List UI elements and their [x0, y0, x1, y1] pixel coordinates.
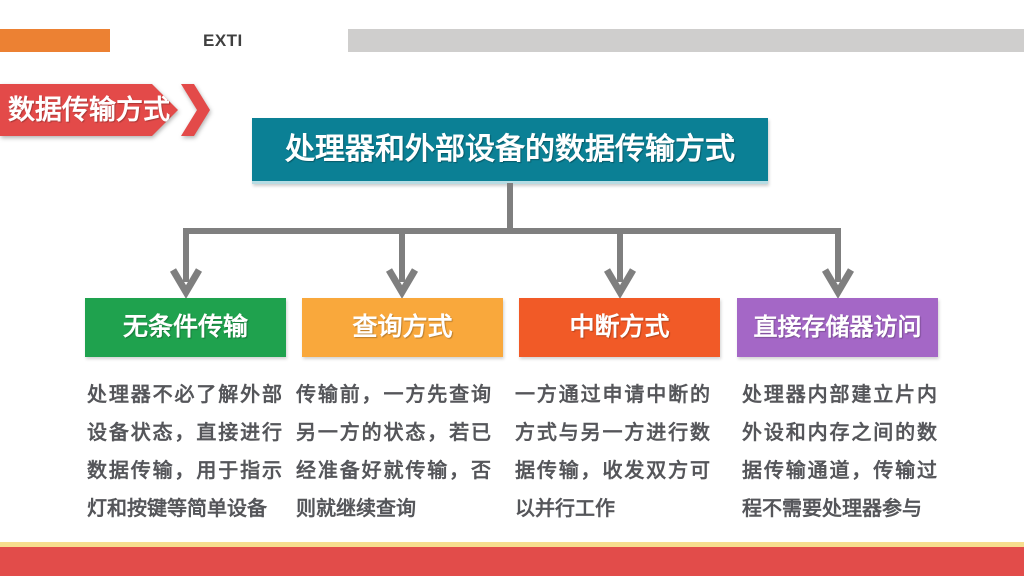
arrow-down-icon: [821, 268, 855, 299]
branch-description-interrupt: 一方通过申请中断的方式与另一方进行数据传输，收发双方可以并行工作: [515, 384, 710, 520]
branch-description-dma: 处理器内部建立片内外设和内存之间的数据传输通道，传输过程不需要处理器参与: [742, 384, 937, 520]
connector-lines: [169, 183, 855, 299]
root-node: 处理器和外部设备的数据传输方式: [252, 118, 768, 184]
branch-description-polling: 传输前，一方先查询另一方的状态，若已经准备好就传输，否则就继续查询: [296, 384, 491, 520]
chevron-right-icon: [181, 84, 210, 136]
header-gray-bar: [348, 29, 1024, 52]
branch-node-unconditional: 无条件传输: [85, 298, 286, 357]
header-accent-bar: [0, 29, 110, 52]
footer-gold-strip: [0, 542, 1024, 547]
section-banner-label: 数据传输方式: [0, 84, 178, 136]
arrow-down-icon: [169, 268, 203, 299]
arrow-down-icon: [385, 268, 419, 299]
header-title: EXTI: [203, 31, 243, 50]
footer-red-strip: [0, 547, 1024, 576]
branch-description-unconditional: 处理器不必了解外部设备状态，直接进行数据传输，用于指示灯和按键等简单设备: [87, 384, 282, 520]
branch-node-polling: 查询方式: [302, 298, 503, 357]
arrow-down-icon: [603, 268, 637, 299]
branch-node-dma: 直接存储器访问: [737, 298, 938, 357]
branch-node-interrupt: 中断方式: [519, 298, 720, 357]
